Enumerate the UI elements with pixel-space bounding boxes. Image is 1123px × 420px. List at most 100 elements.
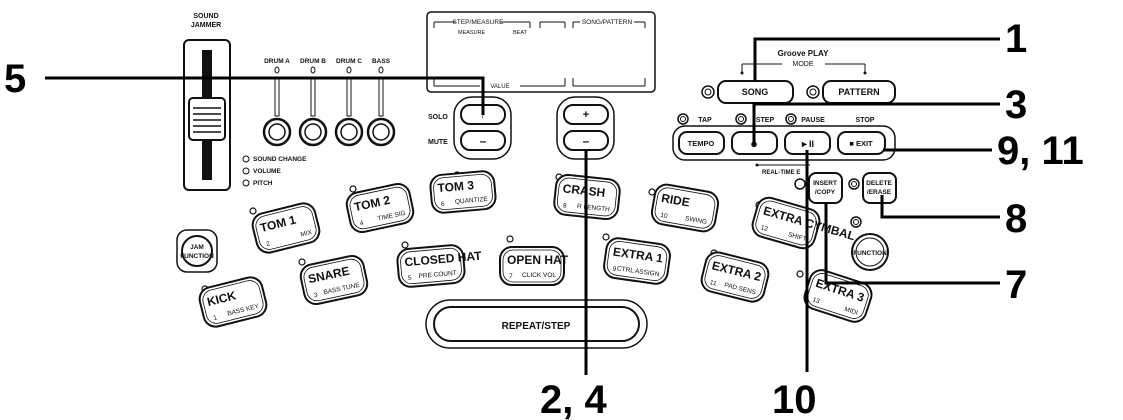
tap-label: TAP [698, 117, 712, 124]
pad-led-4 [349, 185, 357, 193]
pad-name: CLOSED HAT [404, 249, 483, 270]
svg-text:–: – [480, 134, 487, 148]
pad-sub-function: SHIFT [787, 231, 807, 243]
led-song [701, 85, 715, 99]
pad-name: EXTRA 1 [612, 245, 664, 266]
pad-number: 9 [612, 266, 617, 273]
sound-jammer-frame [183, 39, 231, 191]
plus-symbol: + [583, 109, 589, 121]
stop-exit-button[interactable]: ■ EXIT [837, 131, 886, 155]
knob-drum-b[interactable] [298, 66, 328, 147]
pad-led-3 [298, 258, 306, 266]
pad-number: 7 [509, 273, 513, 280]
callout-10: 10 [772, 378, 817, 420]
leader-5 [45, 76, 485, 115]
pad-body [429, 170, 497, 214]
groove-mode: Groove PLAY MODE SONG PATTERN [701, 49, 896, 104]
leader-1 [753, 37, 1000, 81]
pad-inner-border [654, 187, 716, 229]
stop-label: STOP [856, 117, 875, 124]
pad-body [650, 183, 720, 233]
pad-sub-function: R LENGTH [577, 203, 611, 213]
delete-erase-button[interactable]: DELETE /ERASE [862, 172, 897, 204]
pattern-button-label: PATTERN [838, 87, 879, 97]
pad-led-7 [506, 235, 514, 243]
pad-number: 12 [760, 224, 769, 233]
leader-8 [880, 195, 1000, 219]
knob-label-drum-c: DRUM C [336, 58, 362, 65]
pad-inner-border [400, 247, 462, 285]
knob-drum-a[interactable] [262, 66, 292, 147]
pad-name: RIDE [660, 191, 691, 210]
jam-label-1: JAM [190, 244, 204, 251]
insert-copy-button[interactable]: INSERT /COPY [808, 172, 843, 204]
sound-jammer-fader[interactable] [188, 97, 226, 141]
sound-jammer-label-1: SOUND [193, 13, 218, 20]
value-buttons: SOLO MUTE / – + – [428, 96, 615, 160]
display-measure: MEASURE [458, 30, 486, 36]
knob-label-bass: BASS [372, 58, 391, 65]
pad-inner-border [255, 206, 317, 250]
knob-label-drum-b: DRUM B [300, 58, 326, 65]
jam-function-button[interactable]: JAM FUNCTION [176, 229, 218, 273]
pad-name: TOM 3 [437, 178, 475, 195]
pad-inner-border [202, 280, 264, 324]
led-sound-change [242, 155, 250, 163]
song-button-label: SONG [742, 87, 769, 97]
mute-label: MUTE [428, 139, 448, 146]
solo-label: SOLO [428, 114, 448, 121]
tempo-button[interactable]: TEMPO [678, 131, 725, 155]
pad-inner-border [755, 200, 817, 246]
pad-number: 3 [313, 292, 318, 300]
pad-number: 13 [811, 297, 820, 306]
play-pause-icon: ►II [800, 139, 814, 149]
mute-button[interactable]: – [460, 130, 506, 151]
pattern-button[interactable]: PATTERN [822, 80, 896, 104]
tempo-button-label: TEMPO [688, 139, 715, 148]
knob-bass[interactable] [366, 66, 396, 147]
minus-symbol: – [583, 134, 590, 148]
function-button[interactable]: FUNCTION [851, 233, 889, 271]
song-button[interactable]: SONG [717, 80, 794, 104]
insert-label-2: /COPY [815, 189, 836, 196]
pad-body [198, 276, 268, 328]
pad-ride[interactable]: RIDE 10 SWING [650, 183, 720, 234]
led-label-sound-change: SOUND CHANGE [253, 156, 307, 163]
groove-play-label: Groove PLAY [778, 49, 829, 58]
pad-sub-function: SWING [685, 215, 708, 226]
pad-body [251, 202, 321, 254]
play-pause-button[interactable]: ►II [784, 131, 831, 155]
knob-drum-c[interactable] [334, 66, 364, 147]
pad-led-9 [602, 233, 610, 241]
repeat-step-button[interactable]: REPEAT/STEP [425, 299, 648, 349]
pad-number: 10 [660, 212, 669, 220]
pad-body [603, 237, 671, 285]
led-label-pitch: PITCH [253, 180, 273, 187]
callout-lines [45, 37, 1000, 375]
pad-body [700, 251, 770, 303]
pad-sub-function: MIDI [843, 306, 858, 317]
insert-label-1: INSERT [813, 180, 837, 187]
transport: TAP STEP PAUSE STOP TEMPO ● ►II ■ EXIT R… [672, 113, 896, 176]
minus-button[interactable]: – [563, 130, 609, 151]
pad-number: 1 [213, 314, 219, 322]
plus-button[interactable]: + [563, 104, 609, 125]
pad-inner-border [606, 241, 668, 281]
leader-7 [824, 203, 1000, 285]
stop-exit-label: ■ EXIT [849, 139, 873, 148]
callout-7: 7 [1005, 263, 1027, 307]
realtime-label: REAL-TIME E [762, 170, 800, 176]
